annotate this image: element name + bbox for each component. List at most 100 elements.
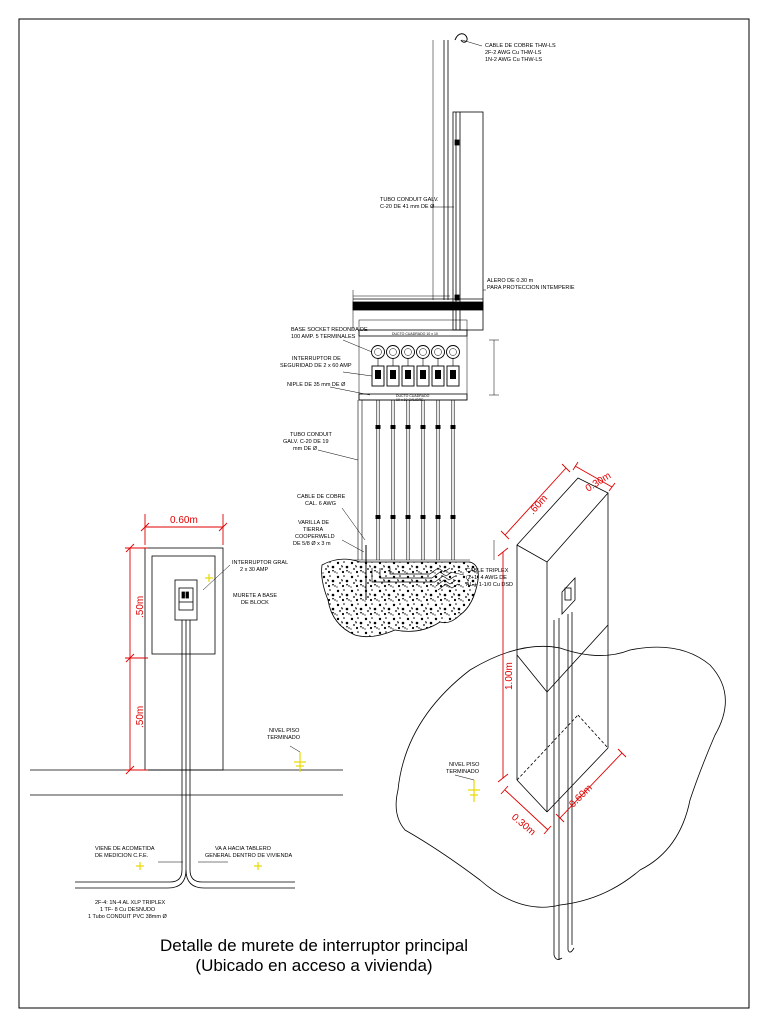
dim-width-left: 0.60m — [170, 515, 198, 526]
label-tubo19-2: GALV. C-20 DE 19 — [283, 439, 329, 445]
label-va-tablero-1: VA A HACIA TABLERO — [215, 846, 272, 852]
ground-plane-isometric — [395, 645, 726, 908]
sheet-border — [18, 18, 750, 1009]
label-spec-1: 2F-4: 1N-4 AL XLP TRIPLEX — [95, 900, 166, 906]
drawing-title: Detalle de murete de interruptor princip… — [160, 936, 468, 975]
conduit-coupling — [390, 515, 396, 519]
label-murete-1: MURETE A BASE — [233, 593, 277, 599]
nivel-piso-marker-right — [468, 780, 480, 802]
label-triplex-1: CABLE TRIPLEX — [466, 568, 509, 574]
label-interruptor-seg-2: SEGURIDAD DE 2 x 60 AMP — [280, 363, 352, 369]
label-cable-cobre-1: CABLE DE COBRE THW-LS — [485, 43, 556, 49]
conduit-coupling — [435, 515, 441, 519]
dim-top-depth-right: 0.30m — [584, 470, 613, 494]
label-tubo19-1: TUBO CONDUIT — [290, 432, 333, 438]
leader-lines-center — [317, 39, 486, 576]
meter-socket-inner — [434, 348, 442, 356]
conduit-coupling — [450, 515, 456, 519]
label-spec-3: 1 Tubo CONDUIT PVC 38mm Ø — [88, 914, 167, 920]
safety-switch-handle — [390, 370, 396, 379]
center-labels: CABLE DE COBRE THW-LS 2F-2 AWG Cu THW-LS… — [280, 43, 575, 588]
label-alero-1: ALERO DE 0.30 m — [487, 278, 534, 284]
label-viene-acometida-2: DE MEDICION C.F.E. — [95, 853, 149, 859]
meter-socket-inner — [419, 348, 427, 356]
gravel-ground — [321, 558, 479, 638]
meter-socket — [386, 345, 400, 359]
label-nivel-piso-left-1: NIVEL PISO — [269, 728, 300, 734]
murete-isometric — [516, 477, 609, 960]
label-varilla-4: DE 5/8 Ø x 3 m — [293, 541, 331, 547]
leader-nivel-right — [454, 774, 475, 781]
conduit-coupling — [405, 515, 411, 519]
label-interruptor-gral-2: 2 x 30 AMP — [240, 567, 268, 573]
right-dimension-lines — [497, 461, 627, 835]
label-triplex-2: (2+1) 4 AWG DE — [466, 575, 507, 581]
conduit-coupling — [375, 425, 381, 429]
conduit-coupling — [405, 425, 411, 429]
meter-socket-inner — [449, 348, 457, 356]
label-cable-cobre-2: 2F-2 AWG Cu THW-LS — [485, 50, 542, 56]
safety-switch-handle — [420, 370, 426, 379]
label-nivel-piso-right-2: TERMINADO — [446, 769, 480, 775]
meter-bank — [371, 345, 460, 560]
label-nivel-piso-right-1: NIVEL PISO — [449, 762, 480, 768]
label-cal6-1: CABLE DE COBRE — [297, 494, 346, 500]
safety-switch-handle — [405, 370, 411, 379]
conduit-coupling — [420, 425, 426, 429]
left-labels: INTERRUPTOR GRAL 2 x 30 AMP MURETE A BAS… — [88, 560, 301, 920]
label-interruptor-gral-1: INTERRUPTOR GRAL — [232, 560, 288, 566]
label-murete-2: DE BLOCK — [241, 600, 269, 606]
conduit-coupling — [390, 425, 396, 429]
left-dimensions: 0.60m .50m .50m — [135, 515, 198, 728]
label-interruptor-seg-1: INTERRUPTOR DE — [292, 356, 341, 362]
title-line-2: (Ubicado en acceso a vivienda) — [195, 956, 432, 975]
dim-lower-left: .50m — [135, 706, 146, 728]
meter-socket — [416, 345, 430, 359]
label-spec-2: 1 TF- 8 Cu DESNUDO — [100, 907, 156, 913]
label-base-socket-2: 100 AMP. 5 TERMINALES — [291, 334, 356, 340]
right-labels: NIVEL PISO TERMINADO — [446, 762, 480, 775]
meter-socket-inner — [389, 348, 397, 356]
grounding-cables — [365, 545, 459, 600]
marker-yellow-left — [136, 574, 262, 870]
safety-switch-handle — [375, 370, 381, 379]
label-tubo41-1: TUBO CONDUIT GALV. — [380, 197, 439, 203]
conduit-coupling — [375, 515, 381, 519]
label-cable-cobre-3: 1N-2 AWG Cu THW-LS — [485, 57, 542, 63]
meter-socket — [371, 345, 385, 359]
label-varilla-2: TIERRA — [303, 527, 324, 533]
meter-socket — [401, 345, 415, 359]
meter-socket — [431, 345, 445, 359]
label-niple: NIPLE DE 35 mm DE Ø — [287, 382, 346, 388]
meter-socket — [446, 345, 460, 359]
label-ducto-bottom-1: DUCTO CUADRADO — [396, 394, 430, 398]
murete-elevation — [30, 547, 343, 889]
label-ducto-bottom-2: 10 x 10 CALIBRE — [396, 398, 424, 402]
title-line-1: Detalle de murete de interruptor princip… — [160, 936, 468, 955]
meter-socket-inner — [404, 348, 412, 356]
label-nivel-piso-left-2: TERMINADO — [267, 735, 301, 741]
conduit-coupling — [435, 425, 441, 429]
safety-switch-handle — [435, 370, 441, 379]
meter-elevation — [352, 33, 499, 561]
meter-socket-inner — [374, 348, 382, 356]
dim-height-right: 1.00m — [504, 662, 515, 690]
left-dimension-lines — [125, 514, 228, 775]
dim-upper-left: .50m — [135, 596, 146, 618]
label-varilla-1: VARILLA DE — [298, 520, 329, 526]
label-va-tablero-2: GENERAL DENTRO DE VIVIENDA — [205, 853, 293, 859]
nivel-piso-marker-left — [294, 752, 306, 772]
safety-switch-handle — [450, 370, 456, 379]
conduit-coupling — [450, 425, 456, 429]
dim-top-width-right: .60m — [527, 493, 550, 517]
label-tubo41-2: C-20 DE 41 mm DE Ø — [380, 204, 435, 210]
label-triplex-3: AL + 1-1/0 Cu DSD — [466, 582, 513, 588]
label-cal6-2: CAL. 6 AWG — [305, 501, 336, 507]
label-viene-acometida-1: VIENE DE ACOMETIDA — [95, 846, 155, 852]
label-alero-2: PARA PROTECCION INTEMPERIE — [487, 285, 575, 291]
conduit-coupling — [420, 515, 426, 519]
label-ducto-top: DUCTO CUADRADO 10 x 10 — [392, 332, 438, 336]
label-tubo19-3: mm DE Ø — [293, 446, 318, 452]
